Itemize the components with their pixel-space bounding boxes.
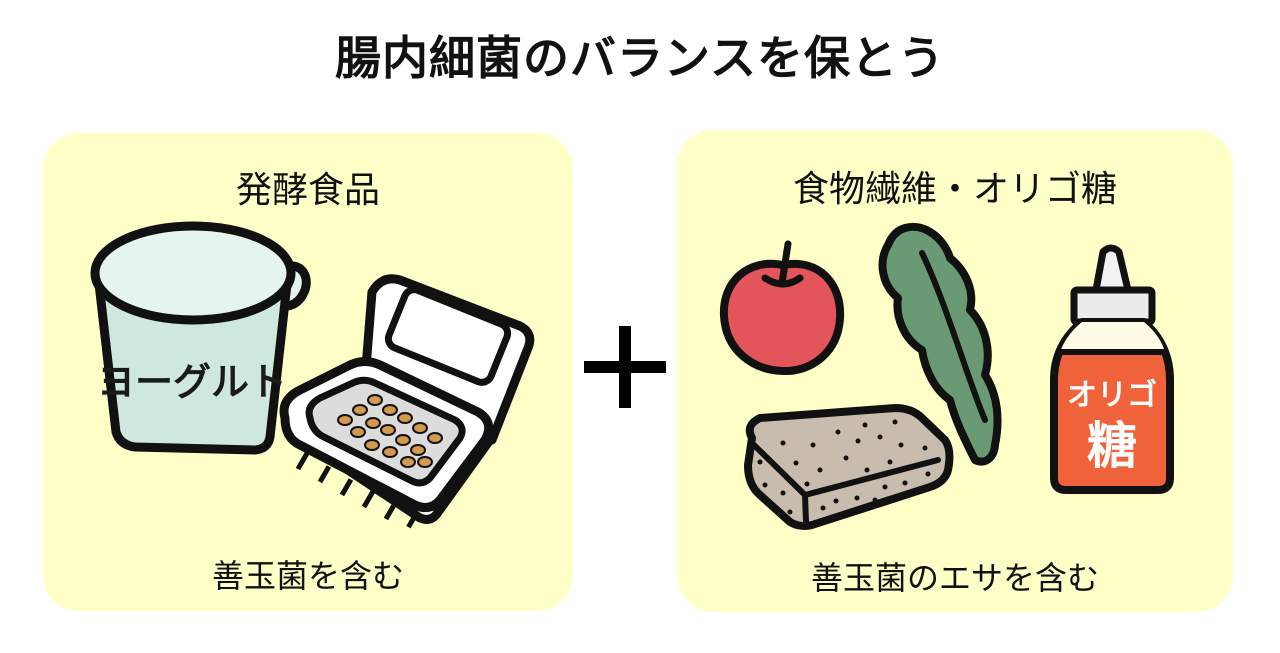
panel-heading-fiber: 食物繊維・オリゴ糖 [792, 169, 1117, 210]
panel-heading-fermented: 発酵食品 [235, 170, 380, 211]
fermented-foods-illustration: ヨーグルト [90, 221, 535, 529]
oligosaccharide-bottle-icon: オリゴ 糖 [1050, 244, 1174, 494]
natto-icon [279, 274, 535, 529]
plus-icon [584, 326, 666, 408]
panel-caption-fiber: 善玉菌のエサを含む [810, 559, 1099, 597]
bottle-label-line2: 糖 [1087, 417, 1137, 475]
yogurt-icon: ヨーグルト [90, 221, 311, 455]
page-title: 腸内細菌のバランスを保とう [334, 31, 946, 85]
bottle-label-line1: オリゴ [1067, 378, 1157, 413]
fiber-foods-illustration: オリゴ 糖 [719, 222, 1174, 530]
plus-vertical [619, 326, 631, 408]
whole-grain-bread-icon [744, 404, 954, 530]
leafy-greens-icon [878, 222, 1002, 466]
yogurt-label: ヨーグルト [97, 360, 287, 404]
fiber-oligosaccharide-panel: 食物繊維・オリゴ糖 [677, 130, 1233, 612]
panel-caption-fermented: 善玉菌を含む [211, 557, 404, 595]
apple-icon [719, 240, 845, 376]
fermented-foods-panel: 発酵食品 ヨーグルト [43, 133, 573, 611]
